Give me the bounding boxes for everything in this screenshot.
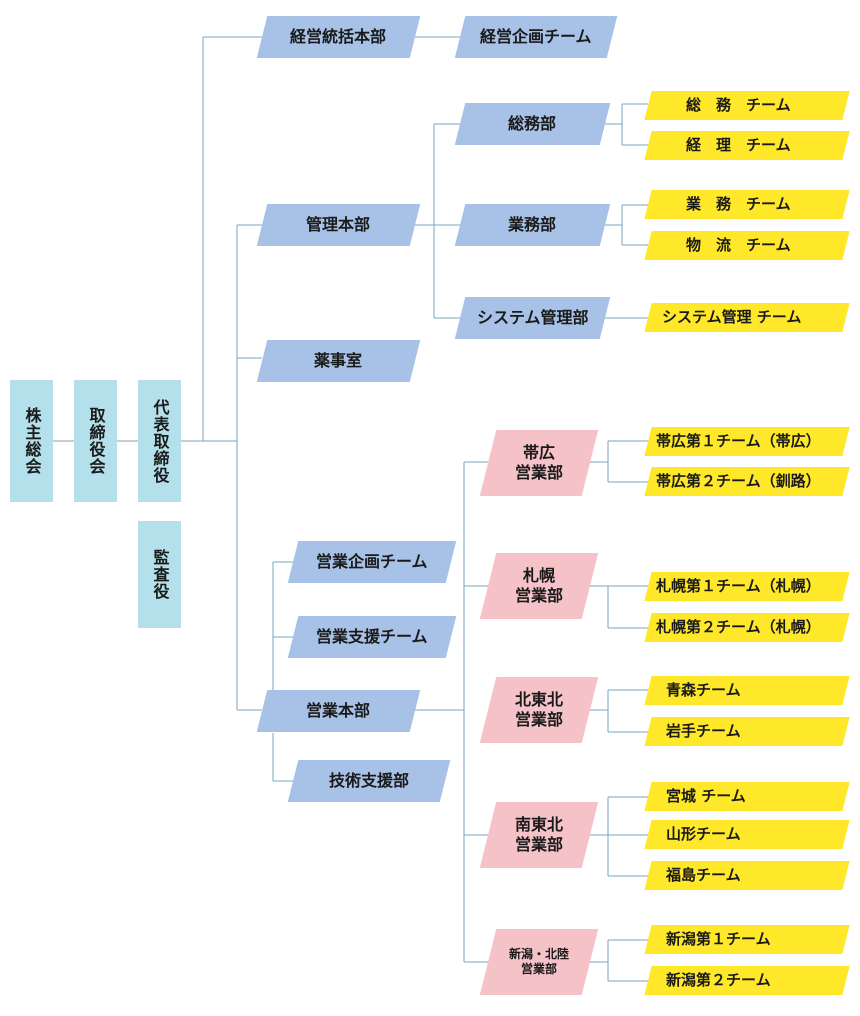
niigata-hokuriku-sales-office-box: 新潟・北陸 営業部 [479,929,599,995]
sales-planning-team-label: 営業企画チーム [316,552,428,571]
general-affairs-dept-box: 総務部 [454,103,611,145]
sapporo-sales-office-label: 札幌 営業部 [514,566,563,605]
sapporo-team-2-box: 札幌第２チーム（札幌） [644,613,850,642]
aomori-team-box: 青森チーム [644,676,850,705]
sapporo-team-1-label: 札幌第１チーム（札幌） [656,577,821,596]
board-of-directors-box: 取締役会 [74,380,117,502]
sales-hq-label: 営業本部 [306,701,371,720]
niigata-team-1-label: 新潟第１チーム [666,930,771,949]
obihiro-team-1-label: 帯広第１チーム（帯広） [656,432,821,451]
system-admin-team-label: システム管理 チーム [662,308,802,327]
north-tohoku-sales-office-label: 北東北 営業部 [514,690,563,729]
representative-director-box: 代表取締役 [138,380,181,502]
logistics-team-label: 物 流 チーム [686,236,791,255]
niigata-hokuriku-sales-office-label: 新潟・北陸 営業部 [508,947,569,976]
miyagi-team-box: 宮城 チーム [644,782,850,811]
operations-dept-box: 業務部 [454,204,611,246]
representative-director-label: 代表取締役 [150,398,170,484]
operations-dept-label: 業務部 [508,215,557,234]
niigata-team-2-label: 新潟第２チーム [666,971,771,990]
operations-team-label: 業 務 チーム [686,195,791,214]
general-affairs-team-label: 総 務 チーム [686,96,791,115]
operations-team-box: 業 務 チーム [644,190,850,219]
fukushima-team-label: 福島チーム [666,866,741,885]
management-planning-team-box: 経営企画チーム [454,16,618,58]
niigata-team-1-box: 新潟第１チーム [644,925,850,954]
technical-support-dept-box: 技術支援部 [287,760,451,802]
south-tohoku-sales-office-label: 南東北 営業部 [514,815,563,854]
sales-planning-team-box: 営業企画チーム [287,541,457,583]
iwate-team-label: 岩手チーム [666,722,741,741]
shareholders-meeting-label: 株主総会 [22,407,42,475]
sapporo-sales-office-box: 札幌 営業部 [479,553,599,619]
pharma-affairs-office-box: 薬事室 [256,340,421,382]
shareholders-meeting-box: 株主総会 [10,380,53,502]
administration-hq-label: 管理本部 [306,215,371,234]
south-tohoku-sales-office-box: 南東北 営業部 [479,802,599,868]
pharma-affairs-office-label: 薬事室 [314,351,363,370]
management-hq-label: 経営統括本部 [290,27,387,46]
auditor-label: 監査役 [150,549,170,600]
sales-support-team-box: 営業支援チーム [287,616,457,658]
sapporo-team-2-label: 札幌第２チーム（札幌） [656,618,821,637]
technical-support-dept-label: 技術支援部 [328,771,409,790]
niigata-team-2-box: 新潟第２チーム [644,966,850,995]
obihiro-team-2-box: 帯広第２チーム（釧路） [644,467,850,496]
system-admin-dept-box: システム管理部 [454,297,611,339]
north-tohoku-sales-office-box: 北東北 営業部 [479,677,599,743]
system-admin-team-box: システム管理 チーム [644,303,850,332]
sales-support-team-label: 営業支援チーム [316,627,428,646]
auditor-box: 監査役 [138,521,181,628]
obihiro-sales-office-box: 帯広 営業部 [479,430,599,496]
system-admin-dept-label: システム管理部 [476,308,589,327]
fukushima-team-box: 福島チーム [644,861,850,890]
general-affairs-dept-label: 総務部 [508,114,557,133]
general-affairs-team-box: 総 務 チーム [644,91,850,120]
sales-hq-box: 営業本部 [256,690,421,732]
yamagata-team-label: 山形チーム [666,825,741,844]
administration-hq-box: 管理本部 [256,204,421,246]
logistics-team-box: 物 流 チーム [644,231,850,260]
accounting-team-box: 経 理 チーム [644,131,850,160]
management-planning-team-label: 経営企画チーム [480,27,592,46]
management-hq-box: 経営統括本部 [256,16,421,58]
obihiro-sales-office-label: 帯広 営業部 [514,443,563,482]
obihiro-team-1-box: 帯広第１チーム（帯広） [644,427,850,456]
yamagata-team-box: 山形チーム [644,820,850,849]
obihiro-team-2-label: 帯広第２チーム（釧路） [656,472,821,491]
accounting-team-label: 経 理 チーム [686,136,791,155]
sapporo-team-1-box: 札幌第１チーム（札幌） [644,572,850,601]
miyagi-team-label: 宮城 チーム [666,787,746,806]
iwate-team-box: 岩手チーム [644,717,850,746]
board-of-directors-label: 取締役会 [86,407,106,475]
aomori-team-label: 青森チーム [666,681,741,700]
